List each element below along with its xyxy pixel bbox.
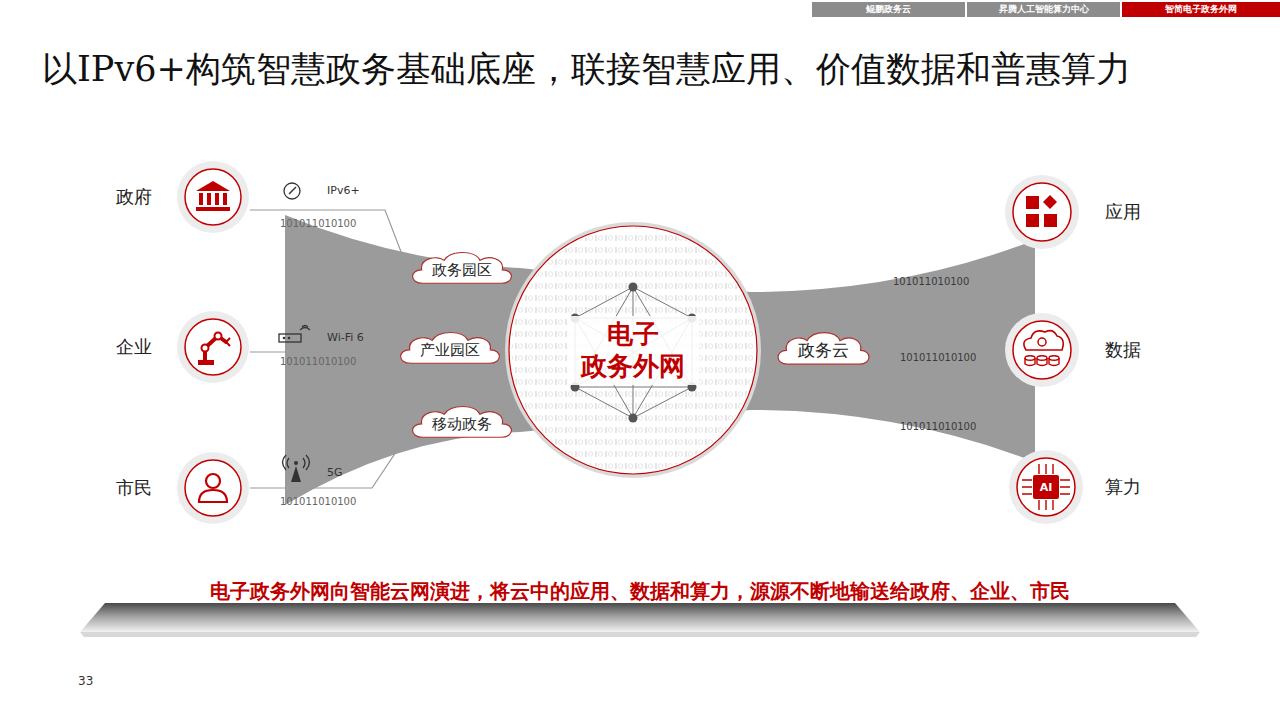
binary-stream: 101011010100 — [900, 352, 976, 363]
node-text: 企业 — [116, 335, 152, 359]
node-text: 应用 — [1105, 200, 1141, 224]
node-text: 移动政务 — [432, 415, 492, 434]
node-text: 市民 — [116, 476, 152, 500]
data-icon — [1005, 313, 1079, 387]
gov-cloud: 政务云 — [772, 327, 875, 370]
node-text: 数据 — [1105, 338, 1141, 362]
5g-tower-icon — [283, 455, 310, 482]
egov-network-circle: 电子 政务外网 — [503, 220, 763, 480]
caption: 电子政务外网向智能云网演进，将云中的应用、数据和算力，源源不断地输送给政府、企业… — [0, 578, 1280, 605]
binary-stream: 101011010100 — [900, 421, 976, 432]
enterprise-icon — [177, 311, 249, 383]
resource-circle: 应用 — [1005, 175, 1155, 249]
resource-circle: 算力 — [1009, 450, 1155, 524]
ipv6-icon — [284, 183, 300, 199]
campus-cloud: 政务园区 — [406, 247, 518, 289]
access-label: 5G — [327, 466, 343, 479]
header-tab-active: 智简电子政务外网 — [1122, 2, 1280, 17]
node-text: 政务园区 — [432, 261, 492, 280]
network-band — [285, 215, 1035, 505]
node-text: 政府 — [116, 185, 152, 209]
header-tab: 昇腾人工智能算力中心 — [967, 2, 1120, 17]
campus-cloud: 移动政务 — [406, 401, 518, 443]
slide-title: 以IPv6+构筑智慧政务基础底座，联接智慧应用、价值数据和普惠算力 — [42, 46, 1131, 93]
header-tab: 鲲鹏政务云 — [812, 2, 965, 17]
gov-icon — [177, 161, 249, 233]
access-label: IPv6+ — [327, 184, 360, 197]
page-number: 33 — [78, 674, 93, 688]
node-text: 昇腾人工智能算力中心 — [999, 3, 1089, 16]
user-circle: 市民 — [110, 451, 250, 525]
compute-chip-icon — [1009, 450, 1083, 524]
node-text: 鲲鹏政务云 — [866, 3, 911, 16]
stage-platform — [80, 603, 1200, 632]
binary-stream: 101011010100 — [280, 356, 356, 367]
wifi-router-icon — [279, 326, 310, 343]
binary-stream: 101011010100 — [893, 276, 969, 287]
user-circle: 政府 — [110, 160, 250, 234]
stage-platform-edge — [80, 632, 1200, 637]
chip-label: AI — [1040, 481, 1053, 494]
user-circle: 企业 — [110, 310, 250, 384]
node-text: 算力 — [1105, 475, 1141, 499]
app-icon — [1005, 175, 1079, 249]
campus-cloud: 产业园区 — [394, 327, 506, 369]
binary-stream: 101011010100 — [280, 496, 356, 507]
node-text: 电子 政务外网 — [567, 316, 699, 385]
citizen-icon — [177, 452, 249, 524]
leader-connector — [250, 430, 410, 488]
leader-connector — [250, 210, 410, 276]
access-label: Wi-Fi 6 — [327, 331, 364, 344]
node-text: 政务云 — [798, 339, 849, 362]
binary-stream: 101011010100 — [280, 218, 356, 229]
node-text: 产业园区 — [420, 341, 480, 360]
resource-circle: 数据 — [1005, 313, 1155, 387]
node-text: 智简电子政务外网 — [1165, 3, 1237, 16]
leader-connector — [250, 352, 398, 356]
